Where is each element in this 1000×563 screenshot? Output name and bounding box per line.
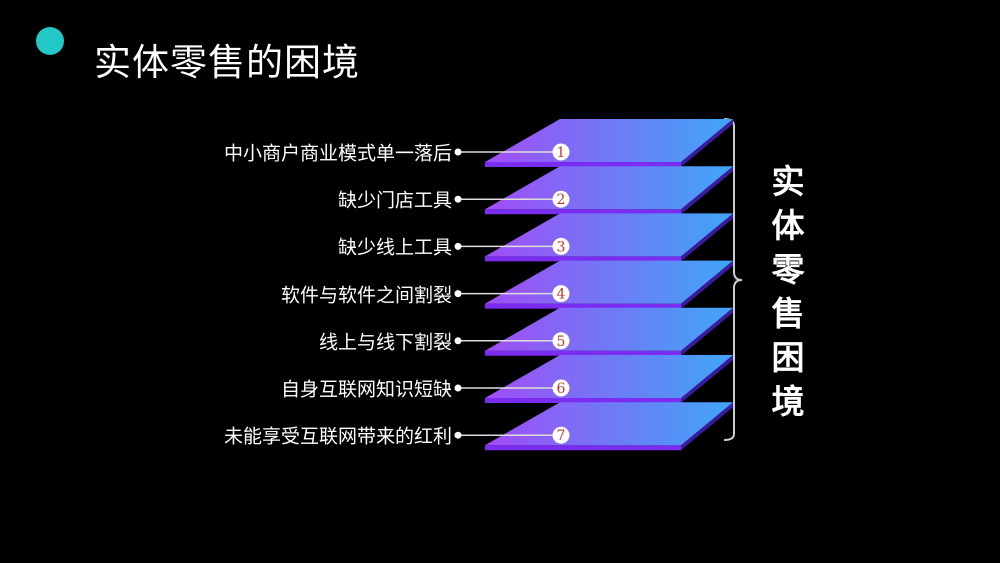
- side-title: 实体零售困境: [771, 162, 805, 421]
- number-text: 1: [557, 145, 566, 161]
- layer-5: [485, 307, 733, 356]
- connector-dot: [454, 431, 462, 439]
- number-badge: [552, 285, 570, 303]
- layer-6: [485, 355, 733, 403]
- number-badge: [552, 190, 570, 208]
- number-text: 6: [557, 381, 566, 397]
- number-badge: [552, 332, 570, 350]
- connector-dot: [454, 384, 462, 392]
- number-badge: [552, 426, 570, 444]
- number-text: 5: [557, 334, 566, 350]
- bracket: [723, 118, 743, 441]
- item-label: 缺少门店工具: [337, 189, 452, 212]
- item-label: 未能享受互联网带来的红利: [223, 425, 452, 448]
- number-text: 4: [557, 287, 566, 303]
- layer-2: [485, 166, 733, 215]
- connector-dot: [454, 242, 462, 250]
- number-badge: [552, 237, 570, 255]
- layer-3: [485, 213, 733, 262]
- number-text: 2: [557, 192, 566, 208]
- layer-1: [485, 119, 733, 167]
- item-label: 缺少线上工具: [337, 236, 452, 259]
- page-title: 实体零售的困境: [94, 41, 360, 84]
- connector-dot: [454, 148, 462, 156]
- accent-dot: [36, 27, 64, 55]
- number-badge: [552, 143, 570, 161]
- connector-dot: [454, 290, 462, 298]
- number-badge: [552, 379, 570, 397]
- number-text: 7: [557, 428, 566, 444]
- layer-4: [485, 260, 733, 309]
- connector-dot: [454, 337, 462, 345]
- layer-7: [485, 402, 733, 451]
- connector-dot: [454, 195, 462, 203]
- number-text: 3: [557, 239, 566, 255]
- item-label: 自身互联网知识短缺: [280, 378, 452, 401]
- item-label: 中小商户商业模式单一落后: [223, 142, 452, 165]
- item-label: 软件与软件之间割裂: [280, 284, 452, 307]
- item-label: 线上与线下割裂: [318, 331, 452, 354]
